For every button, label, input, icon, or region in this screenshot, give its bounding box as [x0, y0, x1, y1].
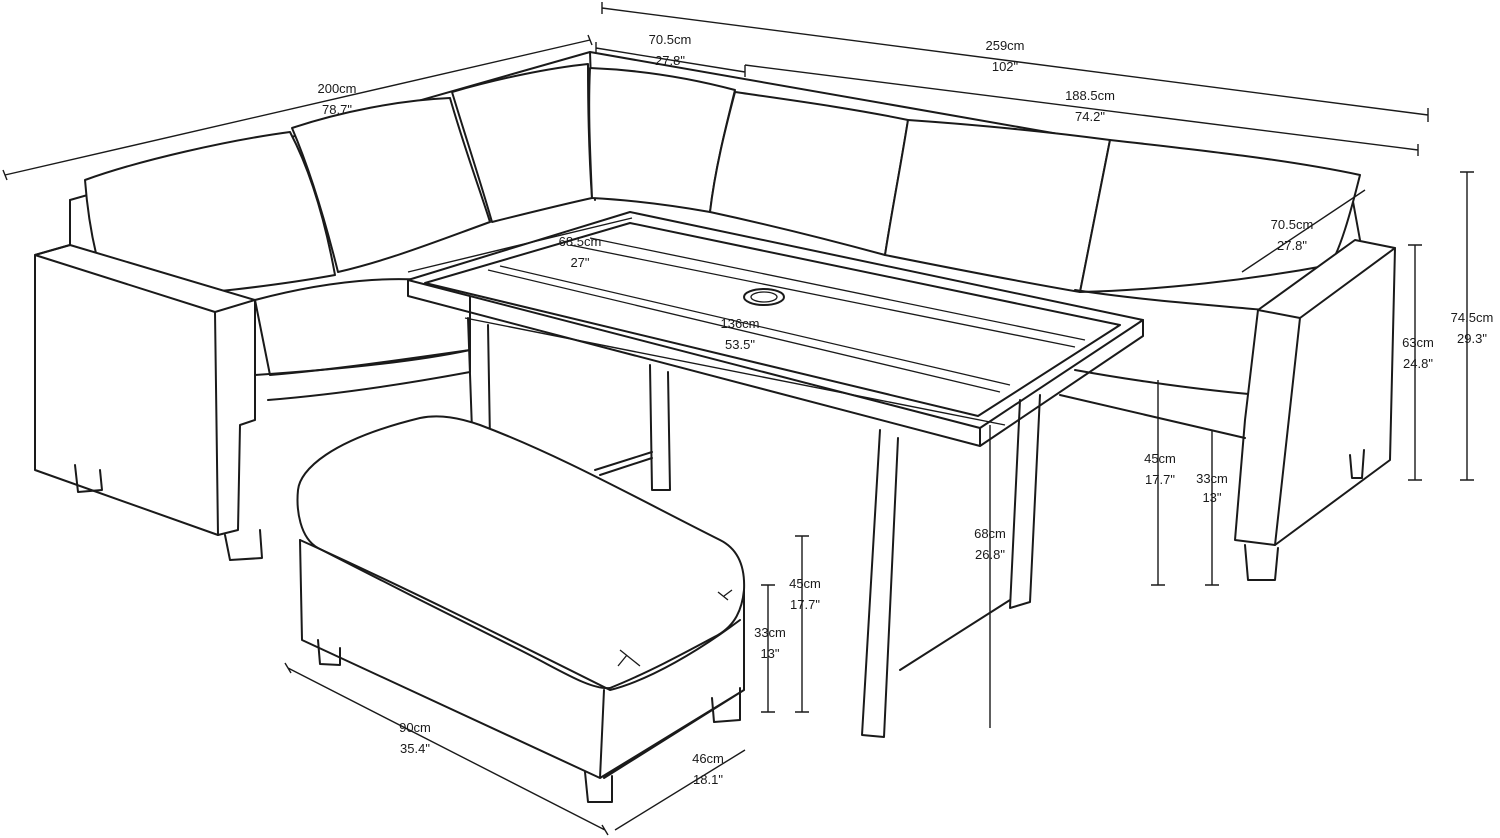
sofa-left-arm — [34, 244, 256, 536]
label-arm-height-in: 24.8" — [1403, 356, 1433, 371]
label-bench-depth-cm: 46cm — [692, 751, 724, 766]
label-corner-width-in: 27.8" — [655, 53, 685, 68]
label-sofa-left-length-in: 78.7" — [322, 102, 352, 117]
label-corner-width-cm: 70.5cm — [649, 32, 692, 47]
label-bench-height-in: 17.7" — [790, 597, 820, 612]
label-bench-frame-height-cm: 33cm — [754, 625, 786, 640]
label-sofa-height-in: 29.3" — [1457, 331, 1487, 346]
label-bench-depth-in: 18.1" — [693, 772, 723, 787]
label-sofa-frame-height-cm: 33cm — [1196, 471, 1228, 486]
sofa-seat-left — [254, 278, 471, 376]
label-table-length-cm: 136cm — [720, 316, 759, 331]
label-sofa-seat-height-in: 17.7" — [1145, 472, 1175, 487]
dimension-lines — [2, 2, 1474, 836]
label-sofa-total-length-in: 102" — [992, 59, 1019, 74]
sofa-cushion-back-5 — [884, 119, 1111, 293]
label-sofa-depth-in: 27.8" — [1277, 238, 1307, 253]
label-bench-length-cm: 90cm — [399, 720, 431, 735]
label-sofa-right-length-cm: 188.5cm — [1065, 88, 1115, 103]
label-table-depth-cm: 68.5cm — [559, 234, 602, 249]
bench-cushion — [296, 415, 746, 690]
sofa-cushion-back-4 — [709, 91, 909, 256]
label-bench-frame-height-in: 13" — [760, 646, 779, 661]
bench — [296, 415, 746, 803]
dimension-labels: 200cm 78.7" 70.5cm 27.8" 259cm 102" 188.… — [317, 32, 1493, 787]
corner-sofa — [34, 51, 1396, 581]
label-table-depth-in: 27" — [570, 255, 589, 270]
label-sofa-left-length-cm: 200cm — [317, 81, 356, 96]
umbrella-hole — [743, 288, 785, 306]
label-sofa-seat-height-cm: 45cm — [1144, 451, 1176, 466]
label-sofa-total-length-cm: 259cm — [985, 38, 1024, 53]
bench-frame — [299, 539, 745, 779]
label-bench-height-cm: 45cm — [789, 576, 821, 591]
label-table-height-in: 26.8" — [975, 547, 1005, 562]
label-table-height-cm: 68cm — [974, 526, 1006, 541]
dining-table — [407, 211, 1144, 738]
label-sofa-depth-cm: 70.5cm — [1271, 217, 1314, 232]
label-sofa-frame-height-in: 13" — [1202, 490, 1221, 505]
label-arm-height-cm: 63cm — [1402, 335, 1434, 350]
label-sofa-right-length-in: 74.2" — [1075, 109, 1105, 124]
label-sofa-height-cm: 74.5cm — [1451, 310, 1494, 325]
label-bench-length-in: 35.4" — [400, 741, 430, 756]
label-table-length-in: 53.5" — [725, 337, 755, 352]
sofa-right-arm — [1234, 239, 1396, 546]
sofa-cushion-back-2 — [291, 97, 491, 273]
